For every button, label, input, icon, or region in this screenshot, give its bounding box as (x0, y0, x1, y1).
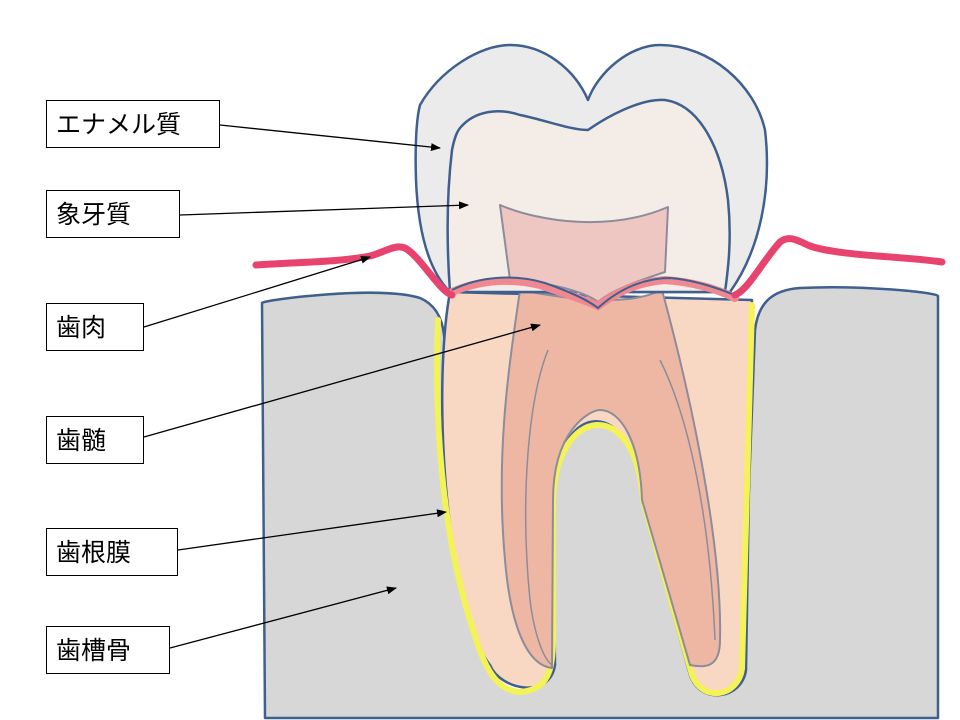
periodontal-ligament-left (434, 302, 755, 696)
gum-band (448, 275, 739, 311)
gum-line-right (731, 235, 946, 299)
label-pulp: 歯髄 (46, 416, 144, 464)
pointer-enamel (219, 124, 441, 152)
label-alveolar-bone: 歯槽骨 (46, 626, 170, 674)
pointer-bone (169, 586, 397, 649)
pointer-gum (143, 255, 371, 328)
label-enamel: エナメル質 (46, 100, 220, 148)
label-alveolar-bone-text: 歯槽骨 (56, 635, 132, 665)
gum-line-left (252, 243, 456, 299)
pointer-pdl (177, 509, 447, 551)
label-enamel-text: エナメル質 (56, 109, 182, 139)
pointer-pulp (143, 323, 541, 438)
pointer-dentin (179, 201, 469, 216)
neck-outline (451, 276, 738, 310)
label-dentin-text: 象牙質 (56, 199, 132, 229)
label-periodontal-ligament: 歯根膜 (46, 528, 178, 576)
pulp-shape (500, 289, 722, 669)
label-gum-text: 歯肉 (56, 312, 107, 342)
label-gum: 歯肉 (46, 303, 144, 351)
label-dentin: 象牙質 (46, 190, 180, 238)
pulp-inner-line (524, 349, 716, 666)
label-pulp-text: 歯髄 (56, 425, 107, 455)
label-periodontal-ligament-text: 歯根膜 (56, 537, 132, 567)
